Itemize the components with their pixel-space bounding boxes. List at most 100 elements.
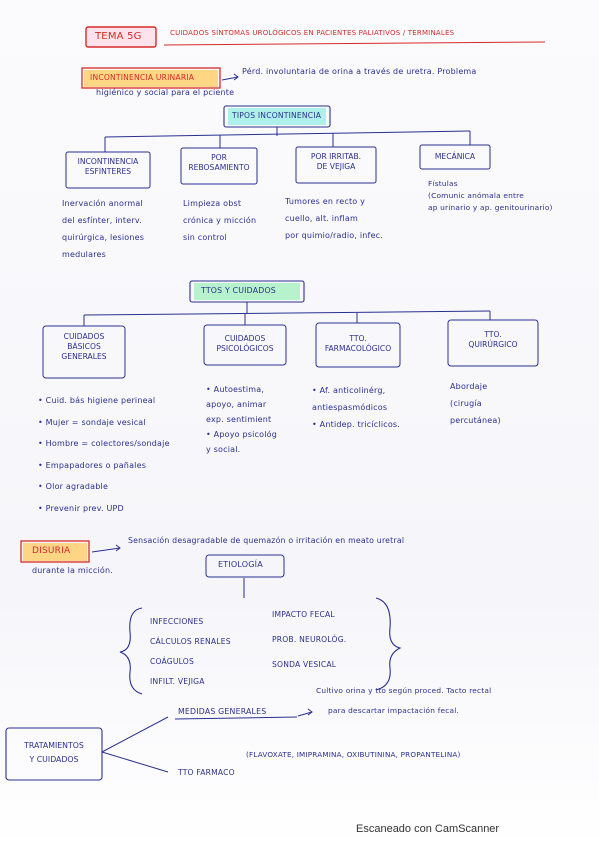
tto-3-desc: • Af. anticolinérg, antiespasmódicos • A…: [312, 382, 400, 433]
tipo-2-desc: Limpieza obst crónica y micción sin cont…: [183, 195, 256, 246]
disuria-frame: [20, 540, 90, 563]
trat-disuria-title-line2: Y CUIDADOS: [29, 755, 79, 764]
disuria-highlight: [23, 543, 87, 561]
incontinencia-heading: INCONTINENCIA URINARIA: [90, 73, 195, 82]
tema-label: TEMA 5G: [95, 31, 142, 42]
trat-disuria-frame: [5, 727, 103, 781]
disuria-definition-line1: Sensación desagradable de quemazón o irr…: [128, 536, 405, 545]
tto-4-title-line1: TTO.: [484, 330, 502, 339]
tto-3-title-line2: FARMACOLÓGICO: [324, 344, 392, 353]
tipo-frame-4: [419, 144, 491, 170]
medidas-desc-line1: Cultivo orina y tto según proced. Tacto …: [316, 686, 492, 695]
tto-2-desc-line5: y social.: [206, 445, 241, 454]
camscanner-footer: Escaneado con CamScanner: [356, 823, 500, 835]
tto-2-desc-line2: apoyo, animar: [206, 400, 267, 409]
tto-2-title-line2: PSICOLÓGICOS: [216, 344, 274, 353]
medidas-arrow-head: [307, 708, 313, 716]
cause-sonda-vesical: SONDA VESICAL: [272, 660, 337, 669]
tipo-1-title: INCONTINENCIA ESFINTERES: [70, 157, 146, 177]
tto-2-desc-line3: exp. sentimient: [206, 415, 272, 424]
tipo-1-desc-line4: medulares: [62, 250, 106, 259]
disuria-heading: DISURIA: [32, 546, 71, 556]
tto-frame-3: [315, 322, 401, 368]
incontinencia-definition-line1: Pérd. involuntaria de orina a través de …: [242, 67, 477, 76]
tto-farmaco-desc: (FLAVOXATE, IMIPRAMINA, OXIBUTININA, PRO…: [246, 750, 461, 759]
causes-right: IMPACTO FECAL PROB. NEUROLÓG. SONDA VESI…: [272, 602, 346, 677]
tipo-2-title: POR REBOSAMIENTO: [184, 153, 254, 173]
tipo-1-desc-line3: quirúrgica, lesiones: [62, 233, 145, 242]
tipo-4-title-line1: MECÁNICA: [434, 152, 476, 161]
incontinencia-definition-line2: higiénico y social para el pciente: [96, 88, 235, 97]
trat-branch-lower: [101, 751, 169, 773]
disuria-arrow: [91, 547, 121, 553]
trat-branch-upper: [101, 716, 169, 753]
tto-3-desc-line2: antiespasmódicos: [312, 403, 388, 412]
tto-1-title: CUIDADOS BÁSICOS GENERALES: [46, 332, 122, 362]
cause-infecciones: INFECCIONES: [150, 617, 204, 626]
tto-1-desc-line3: • Hombre = colectores/sondaje: [38, 439, 170, 448]
cause-coagulos: COÁGULOS: [150, 657, 195, 666]
medidas-desc-line2: para descartar impactación fecal.: [328, 706, 460, 715]
tto-4-desc-line2: (cirugía: [450, 399, 482, 408]
ttos-branch: [83, 310, 491, 316]
tto-1-title-line1: CUIDADOS: [63, 332, 105, 341]
tipo-3-title-line1: POR IRRITAB.: [310, 152, 362, 161]
tipo-4-desc-line2: (Comunic anómala entre: [428, 191, 524, 200]
tto-3-title: TTO. FARMACOLÓGICO: [319, 334, 397, 354]
tipo-2-title-line2: REBOSAMIENTO: [188, 163, 250, 172]
incontinencia-arrow: [221, 76, 239, 81]
tto-2-title-line1: CUIDADOS: [224, 334, 266, 343]
ttos-highlight: [194, 283, 300, 300]
tto-2-title: CUIDADOS PSICOLÓGICOS: [207, 334, 283, 354]
incontinencia-highlight: [84, 70, 218, 87]
etiologia-frame: [205, 554, 285, 578]
tipos-heading: TIPOS INCONTINENCIA: [232, 111, 322, 120]
tipo-4-desc-line3: ap urinario y ap. genitourinario): [428, 203, 553, 212]
causes-left: INFECCIONES CÁLCULOS RENALES COÁGULOS IN…: [150, 612, 231, 692]
tipos-branch: [104, 130, 471, 138]
tipo-3-desc-line1: Tumores en recto y: [285, 197, 366, 206]
tema-box-frame: [85, 26, 157, 48]
trat-disuria-title-line1: TRATAMIENTOS: [24, 741, 84, 750]
page-title: CUIDADOS SÍNTOMAS UROLÓGICOS EN PACIENTE…: [170, 29, 455, 37]
tipo-2-desc-line2: crónica y micción: [183, 216, 257, 225]
cause-infilt-vejiga: INFILT. VEJIGA: [150, 677, 205, 686]
tto-1-desc: • Cuid. bás higiene perineal • Mujer = s…: [38, 390, 170, 519]
tto-3-title-line1: TTO.: [349, 334, 367, 343]
tto-2-desc-line1: • Autoestima,: [206, 385, 265, 394]
tto-4-title: TTO. QUIRÚRGICO: [451, 330, 535, 350]
tto-3-desc-line3: • Antidep. tricíclicos.: [312, 420, 401, 429]
tto-4-desc-line1: Abordaje: [450, 382, 488, 391]
tipo-1-title-line2: ESFINTERES: [84, 167, 132, 176]
trat-disuria-title: TRATAMIENTOS Y CUIDADOS: [9, 739, 99, 767]
medidas-generales-label: MEDIDAS GENERALES: [178, 707, 267, 716]
cause-calculos: CÁLCULOS RENALES: [150, 637, 231, 646]
tipo-4-desc-line1: Fístulas: [428, 179, 458, 188]
tto-3-desc-line1: • Af. anticolinérg,: [312, 386, 386, 395]
tipo-2-desc-line1: Limpieza obst: [183, 199, 242, 208]
tipo-3-title: POR IRRITAB. DE VEJIGA: [300, 152, 372, 172]
tipo-1-desc-line1: Inervación anormal: [62, 199, 143, 208]
tipo-frame-2: [180, 147, 258, 185]
tto-frame-1: [42, 325, 126, 379]
tto-farmaco-label: TTO FARMACO: [178, 768, 235, 777]
tipo-frame-3: [295, 146, 377, 184]
brace-left: [119, 607, 143, 695]
disuria-definition-line2: durante la micción.: [32, 566, 114, 575]
tto-1-desc-line5: • Olor agradable: [38, 482, 109, 491]
tto-1-desc-line1: • Cuid. bás higiene perineal: [38, 396, 156, 405]
tto-frame-4: [447, 319, 539, 367]
tto-1-desc-line4: • Empapadores o pañales: [38, 460, 147, 470]
tipo-3-desc: Tumores en recto y cuello, alt. inflam p…: [285, 193, 383, 244]
cause-impacto-fecal: IMPACTO FECAL: [272, 610, 335, 619]
tto-1-desc-line6: • Prevenir prev. UPD: [38, 503, 124, 513]
tto-4-desc: Abordaje (cirugía percutánea): [450, 378, 501, 429]
tipo-3-desc-line3: por quimio/radio, infec.: [285, 231, 384, 240]
tipo-4-desc: Fístulas (Comunic anómala entre ap urina…: [428, 178, 553, 214]
medidas-arrow: [297, 711, 313, 717]
tto-1-title-line2: BÁSICOS: [67, 342, 101, 351]
header-underline: [163, 41, 546, 46]
tto-2-desc-line4: • Apoyo psicológ: [206, 430, 278, 439]
tto-4-title-line2: QUIRÚRGICO: [468, 340, 518, 349]
